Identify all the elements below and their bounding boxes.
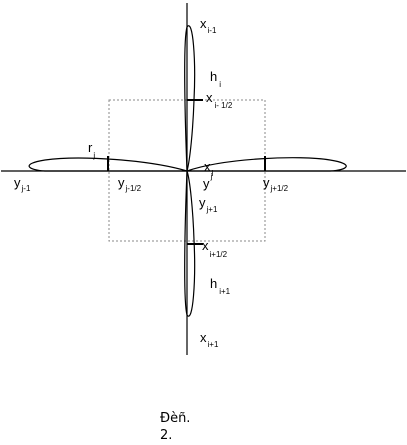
label-y-j-minus-1: yj-1 — [14, 175, 31, 193]
upper-petal — [184, 25, 196, 172]
label-x-i-plus-half: xi+1/2 — [202, 238, 228, 259]
figure-caption-line1: Ðèñ. — [160, 411, 190, 426]
right-petal — [186, 157, 347, 172]
label-x-i: xi — [204, 159, 214, 178]
label-y-j-plus-1: yj+1 — [199, 195, 218, 214]
label-y-j: yj — [203, 172, 213, 191]
label-x-i-minus-1: xi-1 — [200, 16, 217, 35]
label-r-j: rj — [88, 140, 95, 160]
label-x-i-minus-half: xi- 1/2 — [206, 90, 233, 110]
label-y-j-plus-half: yj+1/2 — [263, 175, 289, 193]
label-h-i-plus-1: hi+1 — [210, 276, 231, 296]
left-petal — [28, 157, 188, 172]
figure-caption-line2: 2. — [160, 428, 172, 440]
label-y-j-minus-half: yj-1/2 — [118, 175, 142, 193]
label-x-i-plus-1: xi+1 — [200, 330, 219, 349]
label-h-i: hi — [210, 69, 221, 89]
lower-petal — [184, 170, 196, 317]
